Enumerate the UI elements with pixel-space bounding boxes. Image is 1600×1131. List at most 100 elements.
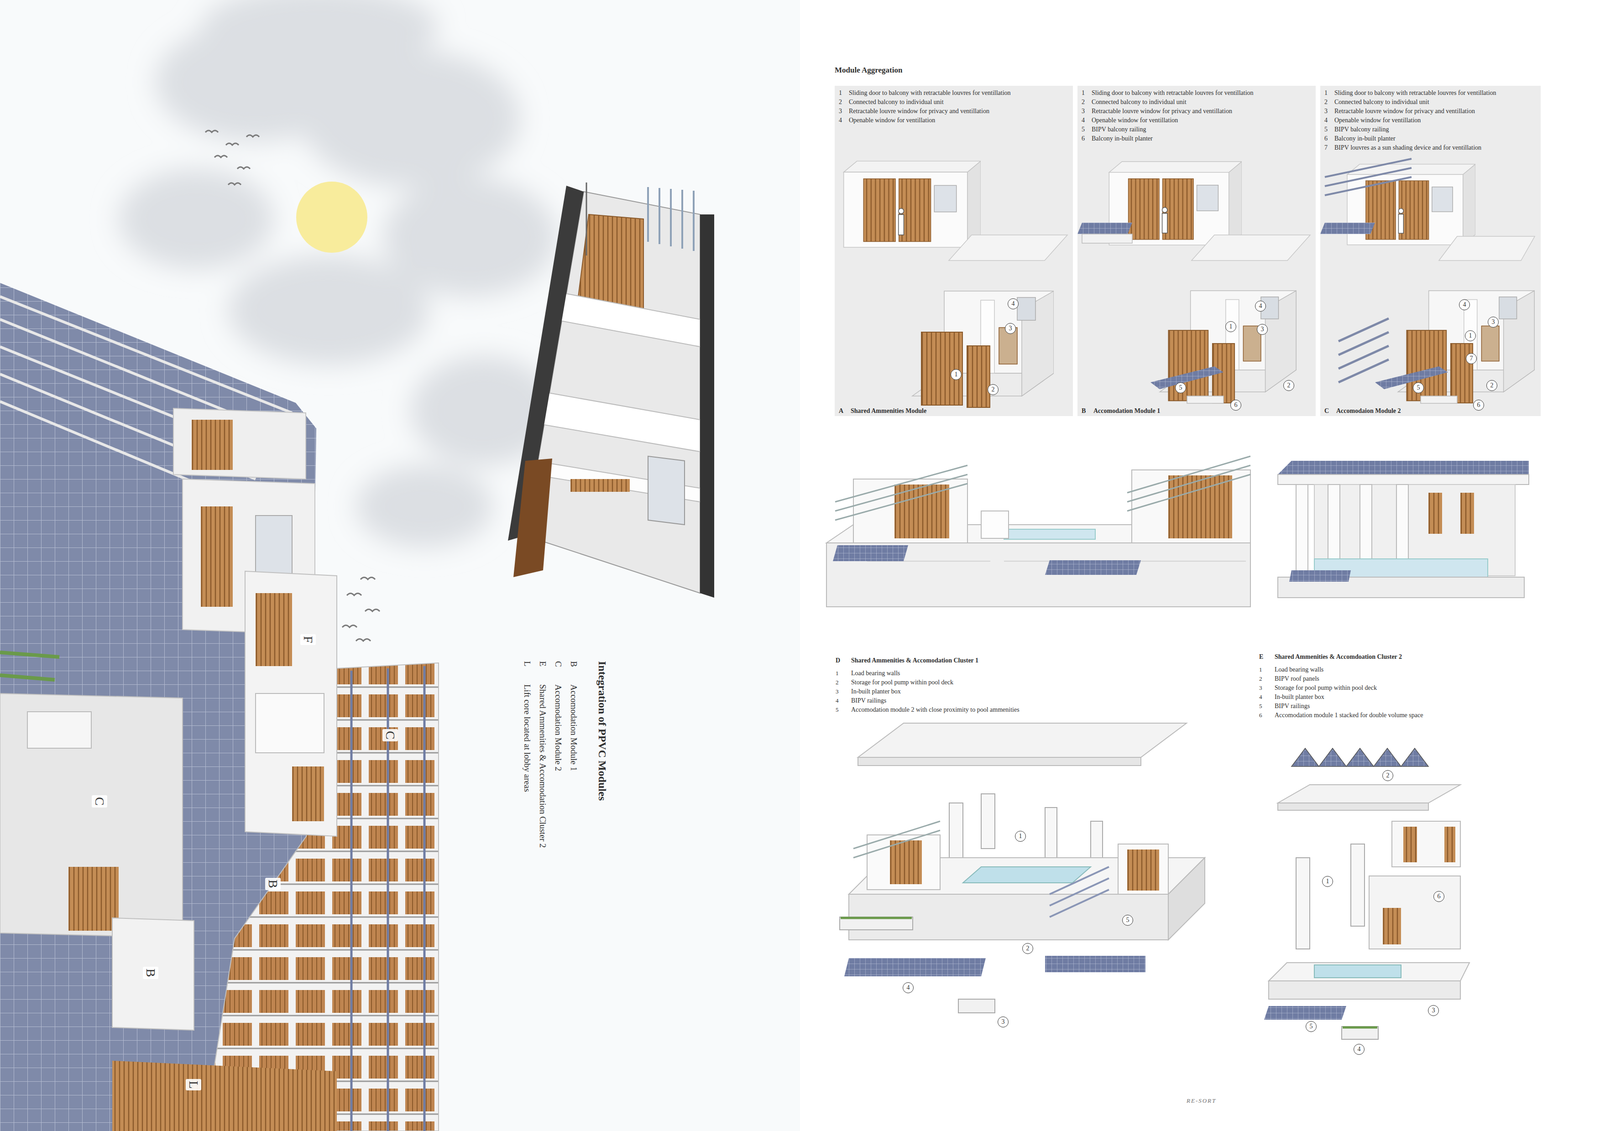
legend-line: Lift core located at lobby areas bbox=[521, 684, 533, 793]
callout-number: 6 bbox=[1473, 399, 1485, 411]
item-text: Retractable louvre window for privacy an… bbox=[1334, 106, 1475, 116]
item-text: Sliding door to balcony with retractable… bbox=[1334, 88, 1497, 98]
module-tag: L bbox=[185, 1079, 202, 1091]
callout-number: 2 bbox=[1382, 770, 1394, 782]
section-heading: E bbox=[1259, 653, 1264, 662]
item-number: 4 bbox=[1081, 115, 1092, 126]
module-panel: 1Sliding door to balcony with retractabl… bbox=[1320, 85, 1541, 417]
feature-row: 3Retractable louvre window for privacy a… bbox=[1324, 106, 1538, 116]
label-text: Storage for pool pump within pool deck bbox=[851, 679, 954, 687]
feature-row: 5BIPV balcony railing bbox=[1324, 125, 1538, 135]
label-text: 3 bbox=[1259, 684, 1263, 692]
callout-number: 4 bbox=[1353, 1044, 1365, 1056]
feature-row: 6Balcony in-built planter bbox=[1081, 134, 1313, 144]
module-tag: F bbox=[300, 634, 316, 646]
feature-row: 4Openable window for ventillation bbox=[1324, 115, 1538, 126]
feature-row: 4Openable window for ventillation bbox=[1081, 115, 1313, 126]
feature-list: 1Sliding door to balcony with retractabl… bbox=[834, 85, 1073, 126]
label-text: 2 bbox=[835, 679, 839, 687]
callout-number: 3 bbox=[997, 1016, 1009, 1028]
item-number: 2 bbox=[1081, 97, 1092, 107]
item-text: Retractable louvre window for privacy an… bbox=[1091, 106, 1233, 116]
item-number: 6 bbox=[1324, 134, 1335, 144]
label-text: 2 bbox=[1259, 675, 1263, 683]
legend-line: L bbox=[521, 661, 533, 667]
callout-number: 1 bbox=[1464, 330, 1476, 342]
item-number: 1 bbox=[1081, 88, 1092, 98]
label-text: In-built planter box bbox=[851, 688, 901, 696]
item-text: Retractable louvre window for privacy an… bbox=[848, 106, 990, 116]
feature-row: 1Sliding door to balcony with retractabl… bbox=[838, 88, 1070, 98]
item-text: Connected balcony to individual unit bbox=[1091, 97, 1187, 107]
feature-row: 5BIPV balcony railing bbox=[1081, 125, 1313, 135]
callout-number: 4 bbox=[1458, 299, 1470, 311]
module-caption-row: AShared Ammenities Module bbox=[838, 407, 927, 416]
item-number: 5 bbox=[1324, 125, 1335, 135]
item-text: Connected balcony to individual unit bbox=[1334, 97, 1430, 107]
callout-number: 1 bbox=[1225, 321, 1237, 333]
callout-number: 2 bbox=[987, 384, 999, 396]
feature-list: 1Sliding door to balcony with retractabl… bbox=[1077, 85, 1316, 144]
feature-row: 7BIPV louvres as a sun shading device an… bbox=[1324, 143, 1538, 153]
label-text: 4 bbox=[1259, 693, 1263, 701]
section-heading: Shared Ammenities & Accomodation Cluster… bbox=[851, 657, 979, 665]
module-caption-row: CAccomodaion Module 2 bbox=[1324, 407, 1402, 416]
item-number: 3 bbox=[1324, 106, 1335, 116]
item-number: 4 bbox=[838, 115, 849, 126]
item-text: Connected balcony to individual unit bbox=[848, 97, 944, 107]
label-text: Storage for pool pump within pool deck bbox=[1274, 684, 1377, 693]
callout-number: 2 bbox=[1486, 380, 1498, 392]
feature-row: 1Sliding door to balcony with retractabl… bbox=[1081, 88, 1313, 98]
feature-list: 1Sliding door to balcony with retractabl… bbox=[1320, 85, 1541, 153]
module-panel: 1Sliding door to balcony with retractabl… bbox=[1077, 85, 1316, 417]
callout-number: 3 bbox=[1487, 316, 1499, 328]
item-number: 3 bbox=[838, 106, 849, 116]
module-panel: 1 Sliding door to balcony with retractabl… bbox=[834, 85, 1073, 417]
callout-number: 5 bbox=[1412, 382, 1424, 394]
label-text: 1 bbox=[835, 669, 839, 678]
label-text: 3 bbox=[835, 688, 839, 696]
item-number: 3 bbox=[1081, 106, 1092, 116]
item-text: Balcony in-built planter bbox=[1091, 134, 1153, 144]
label-text: 5 bbox=[1259, 702, 1263, 711]
callout-number: 4 bbox=[1007, 298, 1019, 310]
legend-line: Accomodation Module 1 bbox=[568, 684, 579, 772]
item-number: 5 bbox=[1081, 125, 1092, 135]
item-text: Balcony in-built planter bbox=[1334, 134, 1396, 144]
legend-line: Accomodation Module 2 bbox=[552, 684, 564, 772]
module-letter: B bbox=[1081, 407, 1094, 416]
item-text: Sliding door to balcony with retractable… bbox=[1091, 88, 1254, 98]
callout-number: 7 bbox=[1465, 353, 1477, 365]
legend-line: C bbox=[552, 661, 564, 668]
section-heading: Module Aggregation bbox=[834, 65, 903, 75]
callout-number: 3 bbox=[1004, 323, 1016, 335]
callout-number: 1 bbox=[1322, 876, 1334, 888]
footer-mark: RE-SORT bbox=[1186, 1097, 1217, 1105]
legend-line: Shared Ammenities & Accomodation Cluster… bbox=[537, 684, 548, 848]
module-tag: C bbox=[382, 729, 398, 742]
callout-number: 3 bbox=[1427, 1005, 1439, 1017]
callout-number: 6 bbox=[1230, 399, 1242, 411]
label-text: Accomodation module 2 with close proximi… bbox=[851, 706, 1020, 715]
label-text: BIPV roof panels bbox=[1274, 675, 1320, 684]
module-caption: Accomodaion Module 2 bbox=[1336, 407, 1402, 416]
section-heading: D bbox=[835, 657, 841, 665]
module-tag: C bbox=[91, 795, 108, 808]
item-number: 1 bbox=[1324, 88, 1335, 98]
callout-number: 6 bbox=[1433, 891, 1445, 903]
label-text: Accomodation module 1 stacked for double… bbox=[1274, 711, 1423, 720]
callout-number: 1 bbox=[950, 369, 962, 381]
item-text: Sliding door to balcony with retractable… bbox=[848, 88, 1011, 98]
item-number: 2 bbox=[838, 97, 849, 107]
item-text: Openable window for ventillation bbox=[848, 115, 936, 126]
feature-row: 3Retractable louvre window for privacy a… bbox=[1081, 106, 1313, 116]
item-text: Openable window for ventillation bbox=[1334, 115, 1421, 126]
item-text: BIPV balcony railing bbox=[1091, 125, 1147, 135]
label-text: 1 bbox=[1259, 666, 1263, 674]
module-letter: C bbox=[1324, 407, 1337, 416]
callout-number: 3 bbox=[1256, 324, 1268, 335]
feature-row: 4Openable window for ventillation bbox=[838, 115, 1070, 126]
label-text: Load bearing walls bbox=[1274, 666, 1324, 675]
item-text: BIPV balcony railing bbox=[1334, 125, 1390, 135]
item-text: BIPV louvres as a sun shading device and… bbox=[1334, 143, 1482, 153]
